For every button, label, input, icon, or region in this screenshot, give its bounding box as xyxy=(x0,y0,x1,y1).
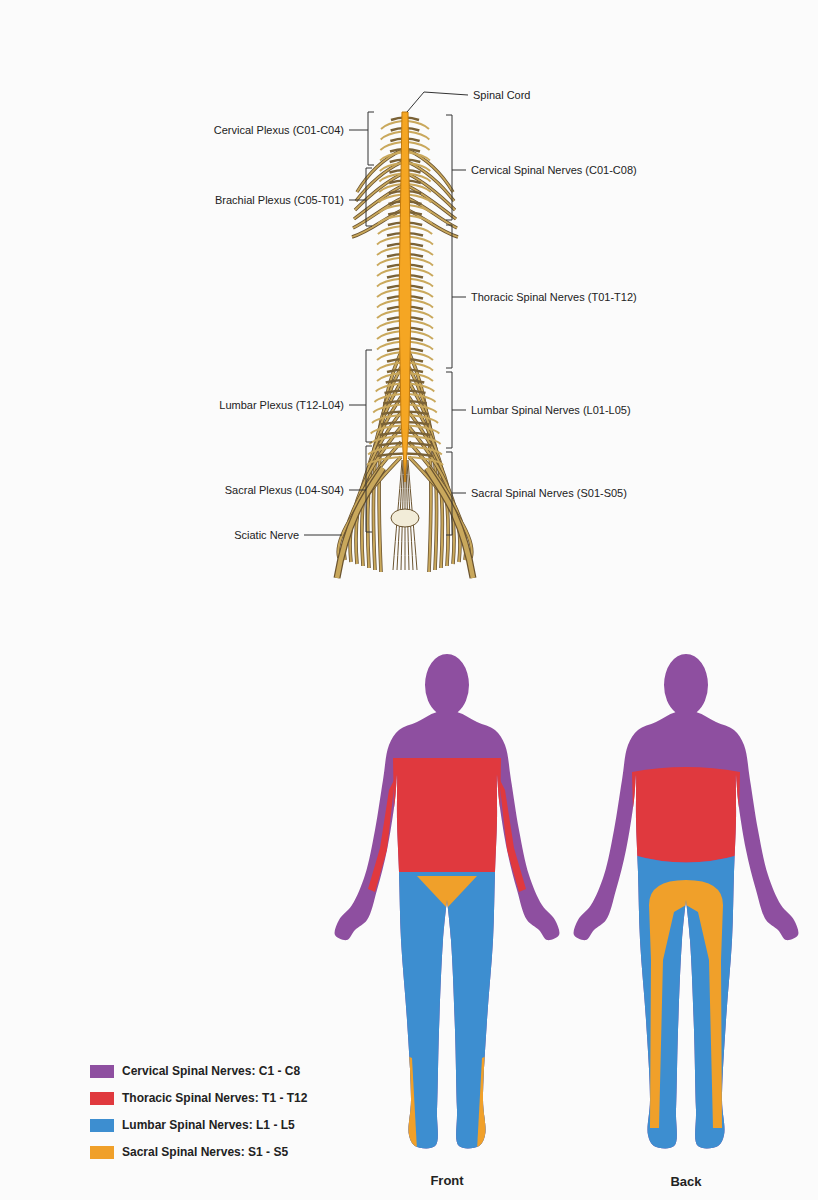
legend-text: Thoracic Spinal Nerves: T1 - T12 xyxy=(122,1091,307,1105)
legend-row: Lumbar Spinal Nerves: L1 - L5 xyxy=(90,1118,295,1132)
legend-text: Sacral Spinal Nerves: S1 - S5 xyxy=(122,1145,288,1159)
leader-line xyxy=(304,535,342,536)
nerve-outline xyxy=(350,427,401,562)
part-name: Sacral Plexus (L04-S04) xyxy=(224,484,345,497)
thoracic-region xyxy=(632,767,740,863)
sacral-ankle-strip xyxy=(477,1055,489,1150)
lumbar-region xyxy=(394,872,500,1162)
legend-text: Lumbar Spinal Nerves: L1 - L5 xyxy=(122,1118,295,1132)
brackets xyxy=(304,92,468,535)
bracket xyxy=(366,350,372,442)
legend-swatch xyxy=(90,1065,114,1078)
bracket xyxy=(366,446,372,532)
part-name: Spinal Cord xyxy=(472,89,531,102)
lumbar-sacral-nerve xyxy=(350,427,401,562)
legend-row: Sacral Spinal Nerves: S1 - S5 xyxy=(90,1145,288,1159)
sacrum xyxy=(391,509,419,527)
part-name: Brachial Plexus (C05-T01) xyxy=(214,194,345,207)
legend-swatch xyxy=(90,1146,114,1159)
lumbar-sacral-nerve xyxy=(409,442,466,560)
leader-line xyxy=(349,200,366,201)
bracket xyxy=(446,452,452,535)
part-name: Cervical Spinal Nerves (C01-C08) xyxy=(470,164,638,177)
leader-line xyxy=(452,170,466,171)
sciatic-nerve-outline xyxy=(427,468,473,578)
legend-swatch xyxy=(90,1119,114,1132)
body-back-figure xyxy=(556,640,816,1160)
leader-line xyxy=(452,297,466,298)
sciatic-nerve xyxy=(427,468,473,578)
sacral-region xyxy=(649,880,723,1128)
sacral-ankle-strip xyxy=(405,1055,417,1150)
view-label: Front xyxy=(429,1174,464,1187)
bracket xyxy=(446,372,452,448)
lumbar-region xyxy=(633,855,739,1160)
part-name: Sciatic Nerve xyxy=(233,529,300,542)
thoracic-arm-strip xyxy=(368,778,395,892)
bracket xyxy=(368,112,374,165)
bracket xyxy=(446,115,452,220)
cervical-region xyxy=(556,640,816,1160)
legend-row: Thoracic Spinal Nerves: T1 - T12 xyxy=(90,1091,307,1105)
leader-line xyxy=(349,130,368,131)
spinal-cord xyxy=(399,112,411,482)
legend-text: Cervical Spinal Nerves: C1 - C8 xyxy=(122,1064,300,1078)
sacral-region xyxy=(417,876,477,908)
thoracic-region xyxy=(393,758,501,872)
legend-swatch xyxy=(90,1092,114,1105)
bracket xyxy=(366,168,372,226)
nerve-root xyxy=(367,457,402,465)
spine-illustration xyxy=(337,112,473,578)
bracket xyxy=(446,225,452,368)
leader-line xyxy=(349,405,366,406)
lumbar-sacral-nerve xyxy=(344,442,401,560)
leader-line xyxy=(407,92,468,112)
leader-line xyxy=(452,410,466,411)
view-label: Back xyxy=(669,1175,702,1188)
part-name: Cervical Plexus (C01-C04) xyxy=(213,124,345,137)
part-name: Thoracic Spinal Nerves (T01-T12) xyxy=(470,291,638,304)
thoracic-arm-strip xyxy=(499,778,526,892)
part-name: Lumbar Plexus (T12-L04) xyxy=(218,399,345,412)
leader-line xyxy=(452,493,466,494)
part-name: Lumbar Spinal Nerves (L01-L05) xyxy=(470,404,632,417)
nerve-outline xyxy=(409,442,466,560)
nerve-outline xyxy=(344,442,401,560)
part-name: Sacral Spinal Nerves (S01-S05) xyxy=(470,487,628,500)
cervical-region xyxy=(317,640,577,1160)
leader-line xyxy=(349,490,366,491)
nerve-root xyxy=(408,457,443,465)
body-front-figure xyxy=(317,640,577,1162)
legend-row: Cervical Spinal Nerves: C1 - C8 xyxy=(90,1064,300,1078)
